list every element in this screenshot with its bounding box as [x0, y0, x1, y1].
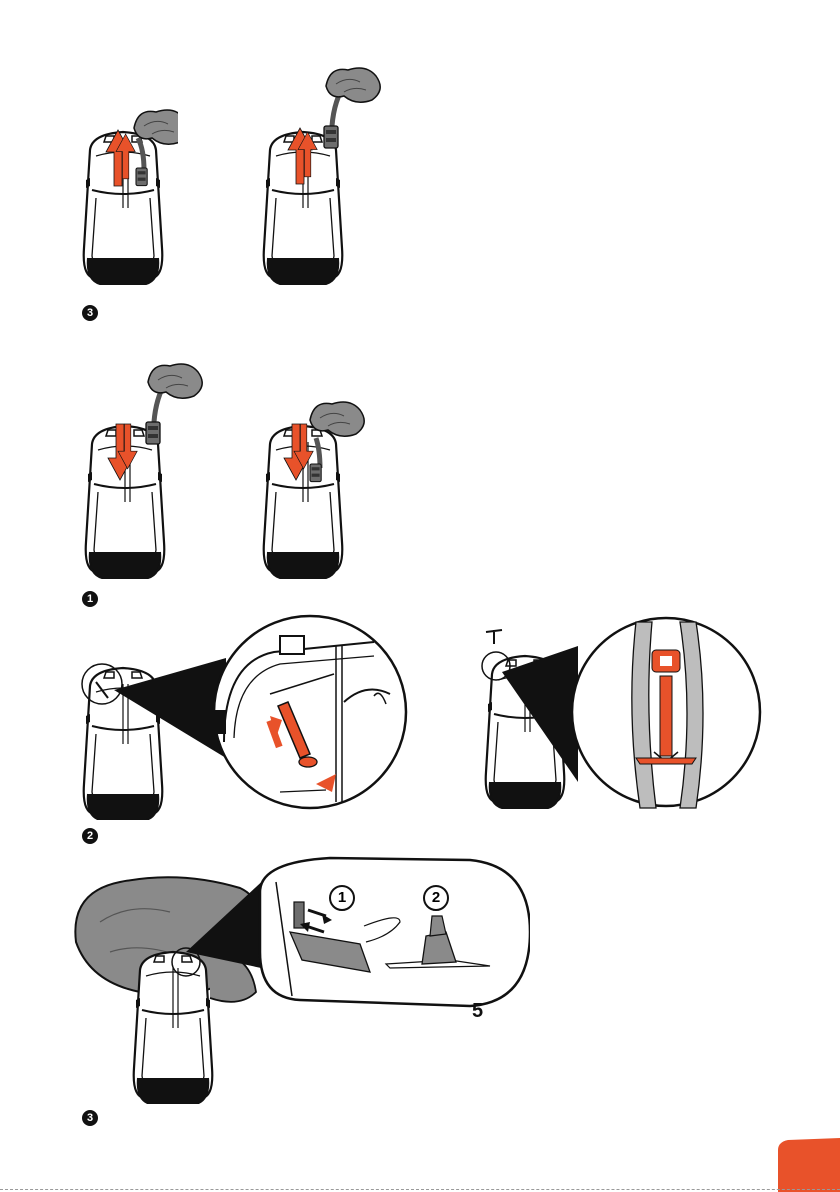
row1-figure-right	[254, 64, 384, 290]
row2-figure-right	[254, 398, 374, 588]
step-badge: 2	[82, 828, 98, 844]
trim-line	[0, 1189, 840, 1190]
corner-tab	[778, 1138, 840, 1192]
page-number: 5	[472, 1000, 483, 1023]
row3-figure-right	[466, 612, 776, 820]
row4-figure	[70, 852, 530, 1104]
row1-figure-left	[78, 100, 178, 290]
sub-step-1-label: 1	[336, 889, 348, 906]
row2-figure-left	[80, 360, 210, 586]
step-badge: 3	[82, 1110, 98, 1126]
sub-step-2-label: 2	[430, 889, 442, 906]
step-badge: 3	[82, 305, 98, 321]
step-badge: 1	[82, 591, 98, 607]
row3-figure-left	[74, 612, 434, 820]
